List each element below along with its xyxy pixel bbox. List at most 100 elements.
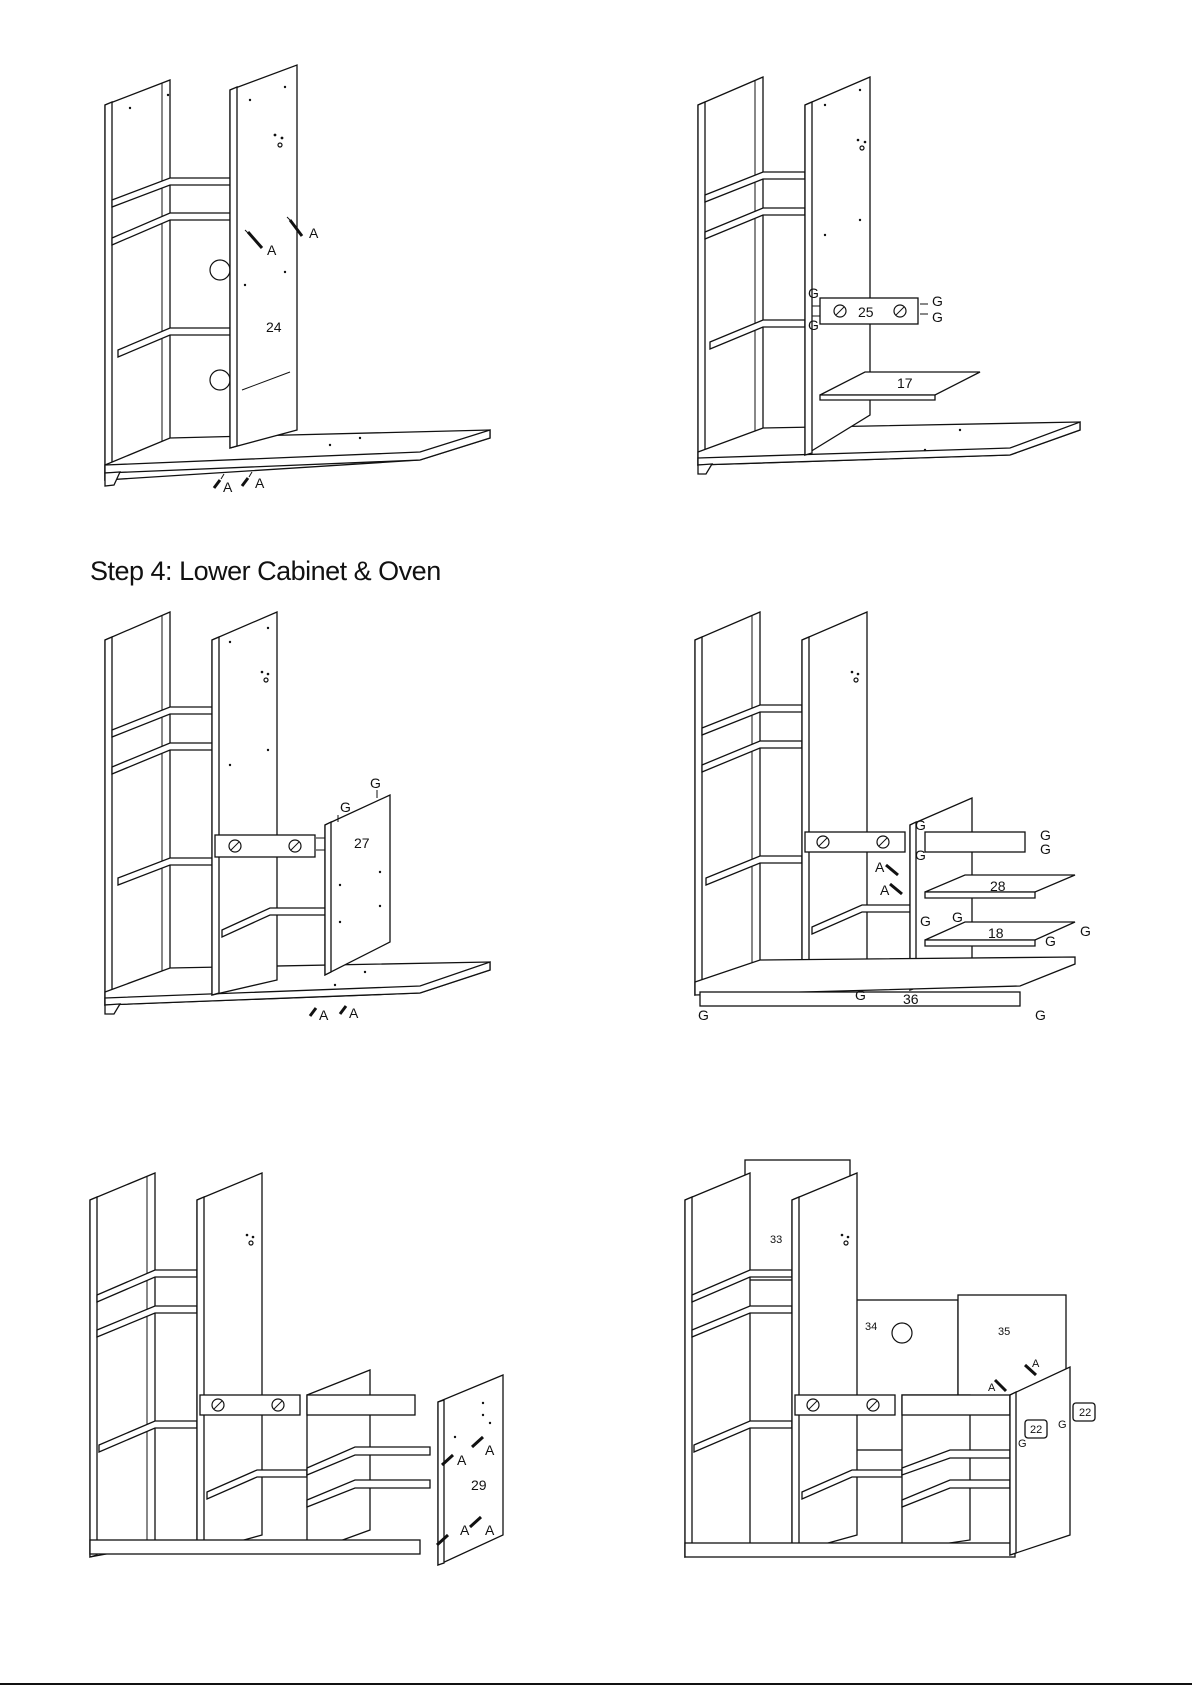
panel-27 bbox=[325, 795, 390, 975]
screw-a-label: A bbox=[457, 1452, 467, 1468]
rail-upper-right bbox=[307, 1395, 415, 1415]
part-number-label: 17 bbox=[897, 375, 913, 391]
screw-a-label: A bbox=[485, 1522, 495, 1538]
left-side-panel bbox=[105, 80, 170, 480]
part-number-label: 29 bbox=[471, 1477, 487, 1493]
screw-a-label: A bbox=[319, 1007, 329, 1023]
cable-hole bbox=[892, 1323, 912, 1343]
screw-icon bbox=[886, 865, 898, 875]
dowel-g-label: G bbox=[1058, 1419, 1067, 1431]
assembly-diagram-part-27: 27 G G A A bbox=[90, 600, 510, 1030]
assembly-diagram-part-33-34-35: 33 34 35 22 22 A A G G bbox=[680, 1155, 1100, 1575]
dowel-g-label: G bbox=[920, 913, 931, 929]
left-side-panel bbox=[90, 1173, 155, 1557]
diagram-24-svg: 24 A A A A bbox=[90, 60, 510, 500]
left-side-panel bbox=[105, 612, 170, 1005]
middle-divider-edge bbox=[802, 637, 809, 990]
part-number-label: 28 bbox=[990, 878, 1006, 894]
screw-a-label: A bbox=[485, 1442, 495, 1458]
screw-a-label: A bbox=[1032, 1358, 1040, 1370]
part-number-label: 24 bbox=[266, 319, 282, 335]
left-side-edge bbox=[105, 637, 112, 1005]
assembly-diagram-part-25-17: 25 17 G G G G bbox=[690, 60, 1090, 490]
cam-lock-icon bbox=[894, 305, 906, 317]
cam-lock-icon bbox=[289, 840, 301, 852]
middle-divider-edge bbox=[792, 1197, 799, 1553]
diagram-27-svg: 27 G G A A bbox=[90, 600, 510, 1030]
diagram-33-svg: 33 34 35 22 22 A A G G bbox=[680, 1155, 1100, 1575]
screw-a-label: A bbox=[309, 225, 319, 241]
dowel-g-label: G bbox=[1035, 1007, 1046, 1023]
bottom-panel bbox=[695, 957, 1075, 995]
part-number-label: 36 bbox=[903, 991, 919, 1007]
assembly-diagram-part-24: 24 A A A A bbox=[90, 60, 510, 500]
diagram-25-svg: 25 17 G G G G bbox=[690, 60, 1090, 490]
cam-lock-icon bbox=[807, 1399, 819, 1411]
assembly-diagram-part-29: 29 A A A A bbox=[85, 1165, 525, 1585]
screw-a-label: A bbox=[255, 475, 265, 491]
dowel-g-label: G bbox=[808, 317, 819, 333]
middle-divider-edge bbox=[212, 637, 219, 995]
panel-29 bbox=[1010, 1367, 1070, 1555]
shelf-part-17-front bbox=[820, 395, 935, 400]
left-side-edge bbox=[90, 1197, 97, 1557]
dowel-g-label: G bbox=[952, 909, 963, 925]
left-side-panel bbox=[698, 77, 763, 465]
panel-24-edge bbox=[230, 87, 237, 448]
screw-a-label: A bbox=[349, 1005, 359, 1021]
screw-icon bbox=[890, 884, 902, 894]
step-title: Step 4: Lower Cabinet & Oven bbox=[90, 556, 441, 587]
kickplate-foot bbox=[105, 1004, 120, 1014]
assembly-diagram-part-28-18-36: 28 18 36 A A G G G G G G G G G G G bbox=[690, 600, 1110, 1030]
dowel-g-label: G bbox=[915, 847, 926, 863]
diagram-29-svg: 29 A A A A bbox=[85, 1165, 525, 1585]
middle-divider-edge bbox=[197, 1197, 204, 1553]
part-number-label: 35 bbox=[998, 1326, 1010, 1338]
cam-lock-icon bbox=[867, 1399, 879, 1411]
left-side-panel bbox=[695, 612, 760, 995]
screw-a-label: A bbox=[988, 1382, 996, 1394]
screw-icon bbox=[310, 1008, 316, 1016]
cable-hole bbox=[210, 260, 230, 280]
left-side-edge bbox=[695, 637, 702, 995]
left-side-edge bbox=[105, 102, 112, 480]
bottom-panel bbox=[685, 1543, 1015, 1557]
screw-a-label: A bbox=[460, 1522, 470, 1538]
dowel-g-label: G bbox=[370, 775, 381, 791]
left-side-edge bbox=[685, 1197, 692, 1557]
part-number-label: 18 bbox=[988, 925, 1004, 941]
bottom-panel bbox=[90, 1540, 420, 1554]
rail-upper-right bbox=[902, 1395, 1010, 1415]
dowel-g-label: G bbox=[340, 799, 351, 815]
left-side-panel bbox=[685, 1173, 750, 1557]
dowel-g-label: G bbox=[932, 293, 943, 309]
panel-24 bbox=[230, 65, 297, 448]
diagram-28-svg: 28 18 36 A A G G G G G G G G G G G bbox=[690, 600, 1110, 1030]
rail-upper-right bbox=[925, 832, 1025, 852]
dowel-g-label: G bbox=[698, 1007, 709, 1023]
shelf-part-28-front bbox=[925, 892, 1035, 898]
screw-a-label: A bbox=[223, 479, 233, 495]
part-number-label: 33 bbox=[770, 1234, 782, 1246]
dowel-g-label: G bbox=[1040, 841, 1051, 857]
middle-divider-edge bbox=[805, 102, 812, 455]
screw-a-label: A bbox=[880, 882, 890, 898]
screw-a-label: A bbox=[875, 859, 885, 875]
cable-hole bbox=[210, 370, 230, 390]
cam-lock-icon bbox=[212, 1399, 224, 1411]
shelf-part-18-front bbox=[925, 940, 1035, 946]
cam-lock-icon bbox=[817, 836, 829, 848]
screw-a-label: A bbox=[267, 242, 277, 258]
dowel-g-label: G bbox=[1045, 933, 1056, 949]
kickplate-foot bbox=[698, 464, 712, 474]
panel-27 bbox=[902, 1395, 970, 1550]
dowel-g-label: G bbox=[1080, 923, 1091, 939]
panel-27-edge bbox=[325, 822, 331, 975]
dowel-g-label: G bbox=[855, 987, 866, 1003]
part-number-label: 25 bbox=[858, 304, 874, 320]
cam-lock-icon bbox=[272, 1399, 284, 1411]
dowel-g-label: G bbox=[808, 285, 819, 301]
screw-icon bbox=[242, 472, 252, 486]
cam-lock-icon bbox=[834, 305, 846, 317]
panel-29-edge bbox=[1010, 1392, 1016, 1555]
